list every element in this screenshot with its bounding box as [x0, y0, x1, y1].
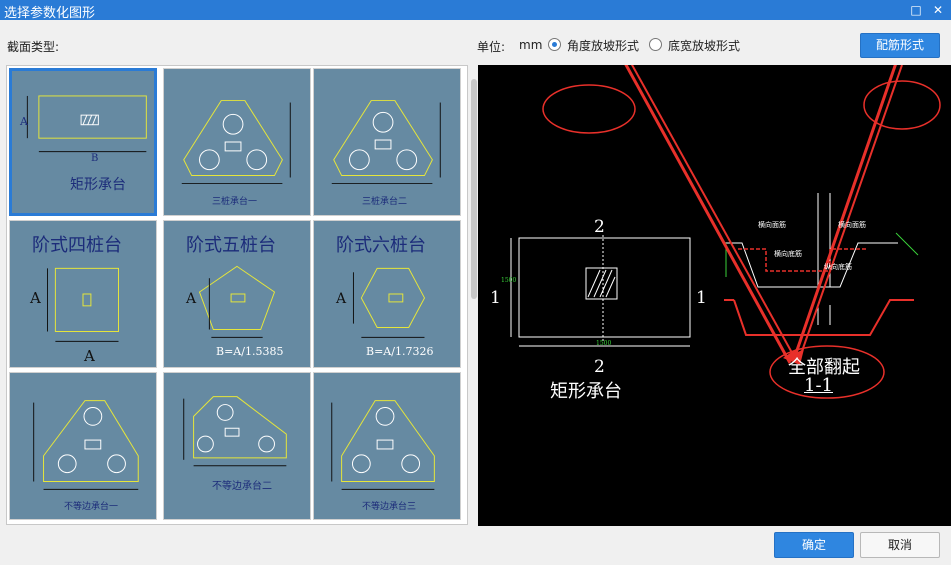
tile-step-four-pile[interactable]: 阶式四桩台 A A	[9, 220, 157, 368]
radio-bottom-width-slope[interactable]: 底宽放坡形式	[649, 37, 745, 53]
tile-unequal-cap-2[interactable]: 不等边承台二	[163, 372, 311, 520]
tile-label: 矩形承台	[70, 177, 126, 193]
dim-label-a: A	[186, 291, 197, 307]
dim-vertical: 1500	[501, 277, 517, 284]
dim-label-a: A	[84, 347, 95, 365]
tile-label: 不等边承台三	[362, 502, 417, 512]
window-title: 选择参数化图形	[4, 6, 96, 21]
radio-unchecked-icon	[649, 38, 662, 51]
close-icon[interactable]: ✕	[932, 3, 944, 17]
ok-button[interactable]: 确定	[774, 532, 854, 558]
dim-label-a: A	[336, 291, 347, 307]
cancel-button[interactable]: 取消	[860, 532, 940, 558]
unit-label: 单位:	[477, 40, 506, 54]
tile-step-six-pile[interactable]: 阶式六桩台 A B=A/1.7326	[313, 220, 461, 368]
rebar-label: 纵向底筋	[824, 263, 852, 271]
preview-canvas: 2 2 1 1 1500 1500 矩形承台 横向面筋 横向面筋 横向底筋 纵向…	[478, 65, 951, 526]
dim-label-a: A	[30, 289, 41, 307]
tile-label: 不等边承台二	[212, 481, 272, 492]
title-bar: 选择参数化图形 □ ✕	[0, 0, 951, 21]
tile-label: 阶式五桩台	[186, 235, 276, 256]
tile-three-pile-2[interactable]: 三桩承台二	[313, 68, 461, 216]
section-id: 1-1	[804, 375, 833, 396]
unit-value: mm	[519, 38, 543, 52]
side-mark-left: 1	[490, 288, 501, 308]
section-type-gallery[interactable]: A B 矩形承台 三桩承台一 三桩承台二	[6, 65, 468, 525]
dim-horizontal: 1500	[596, 340, 612, 347]
rebar-label: 横向面筋	[838, 221, 866, 229]
radio-label: 角度放坡形式	[567, 39, 640, 53]
section-mark-bottom: 2	[594, 357, 605, 377]
section-mark-top: 2	[594, 217, 605, 237]
tile-unequal-cap-1[interactable]: 不等边承台一	[9, 372, 157, 520]
rebar-label: 横向面筋	[758, 221, 786, 229]
radio-angle-slope[interactable]: 角度放坡形式	[548, 37, 644, 53]
annotation-note: 全部翻起	[788, 357, 860, 378]
tile-unequal-cap-3[interactable]: 不等边承台三	[313, 372, 461, 520]
tile-formula: B=A/1.5385	[216, 345, 284, 358]
tile-formula: B=A/1.7326	[366, 345, 434, 358]
tile-label: 三桩承台一	[212, 197, 258, 207]
tile-label: 阶式四桩台	[32, 235, 122, 256]
tile-label: 不等边承台一	[64, 502, 119, 512]
tile-step-five-pile[interactable]: 阶式五桩台 A B=A/1.5385	[163, 220, 311, 368]
radio-checked-icon	[548, 38, 561, 51]
side-mark-right: 1	[696, 288, 707, 308]
preview-shape-name: 矩形承台	[550, 381, 622, 402]
gallery-scrollbar[interactable]	[470, 65, 478, 525]
dim-label-a: A	[20, 115, 28, 128]
rebar-form-button[interactable]: 配筋形式	[860, 33, 940, 58]
radio-label: 底宽放坡形式	[668, 39, 741, 53]
section-type-label: 截面类型:	[7, 40, 60, 54]
tile-label: 三桩承台二	[362, 197, 408, 207]
scrollbar-thumb[interactable]	[471, 79, 477, 299]
tile-three-pile-1[interactable]: 三桩承台一	[163, 68, 311, 216]
dim-label-b: B	[91, 153, 99, 164]
tile-rect-cap[interactable]: A B 矩形承台	[9, 68, 157, 216]
rebar-label: 横向底筋	[774, 250, 802, 258]
maximize-icon[interactable]: □	[910, 3, 922, 17]
tile-label: 阶式六桩台	[336, 235, 426, 256]
